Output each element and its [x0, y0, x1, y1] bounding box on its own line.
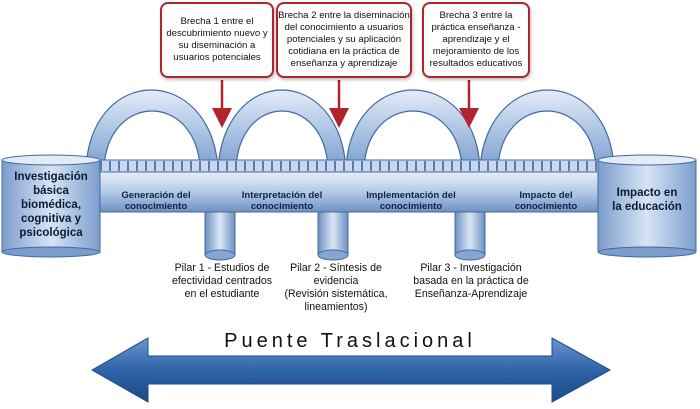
deck-label-interpretation: Interpretación del conocimiento — [241, 190, 323, 212]
gap-arrows — [212, 80, 479, 128]
bridge-deck — [85, 171, 615, 213]
pillar-2-caption: Pilar 2 - Síntesis de evidencia (Revisió… — [284, 262, 388, 313]
right-box — [597, 154, 697, 258]
translational-arrow — [90, 337, 612, 403]
left-box-label: Investigación básica biomédica, cognitiv… — [14, 171, 88, 239]
deck-label-implementation: Implementación del conocimiento — [366, 190, 456, 212]
left-box — [1, 154, 101, 258]
right-box-label: Impacto en la educación — [612, 187, 682, 213]
bridge-name: Puente Traslacional — [224, 330, 476, 352]
gap-2-callout: Brecha 2 entre la diseminación del conoc… — [276, 2, 412, 78]
arch-3 — [345, 89, 481, 169]
arch-4 — [479, 89, 615, 169]
pillar-3-caption: Pilar 3 - Investigación basada en la prá… — [413, 262, 529, 300]
gap-3-text: Brecha 3 entre la práctica enseñanza - a… — [429, 10, 523, 69]
deck-label-impact: Impacto del conocimiento — [514, 190, 578, 212]
arch-1 — [85, 89, 219, 169]
gap-1-text: Brecha 1 entre el descubrimiento nuevo y… — [166, 16, 268, 63]
bridge-arches — [85, 89, 615, 169]
pillar-1-caption: Pilar 1 - Estudios de efectividad centra… — [171, 262, 273, 300]
gap-1-callout: Brecha 1 entre el descubrimiento nuevo y… — [160, 2, 274, 78]
gap-2-text: Brecha 2 entre la diseminación del conoc… — [278, 10, 410, 69]
arch-2 — [217, 89, 347, 169]
gap-3-callout: Brecha 3 entre la práctica enseñanza - a… — [422, 2, 530, 78]
deck-label-generation: Generación del conocimiento — [121, 190, 191, 212]
bridge-railing — [85, 159, 615, 173]
